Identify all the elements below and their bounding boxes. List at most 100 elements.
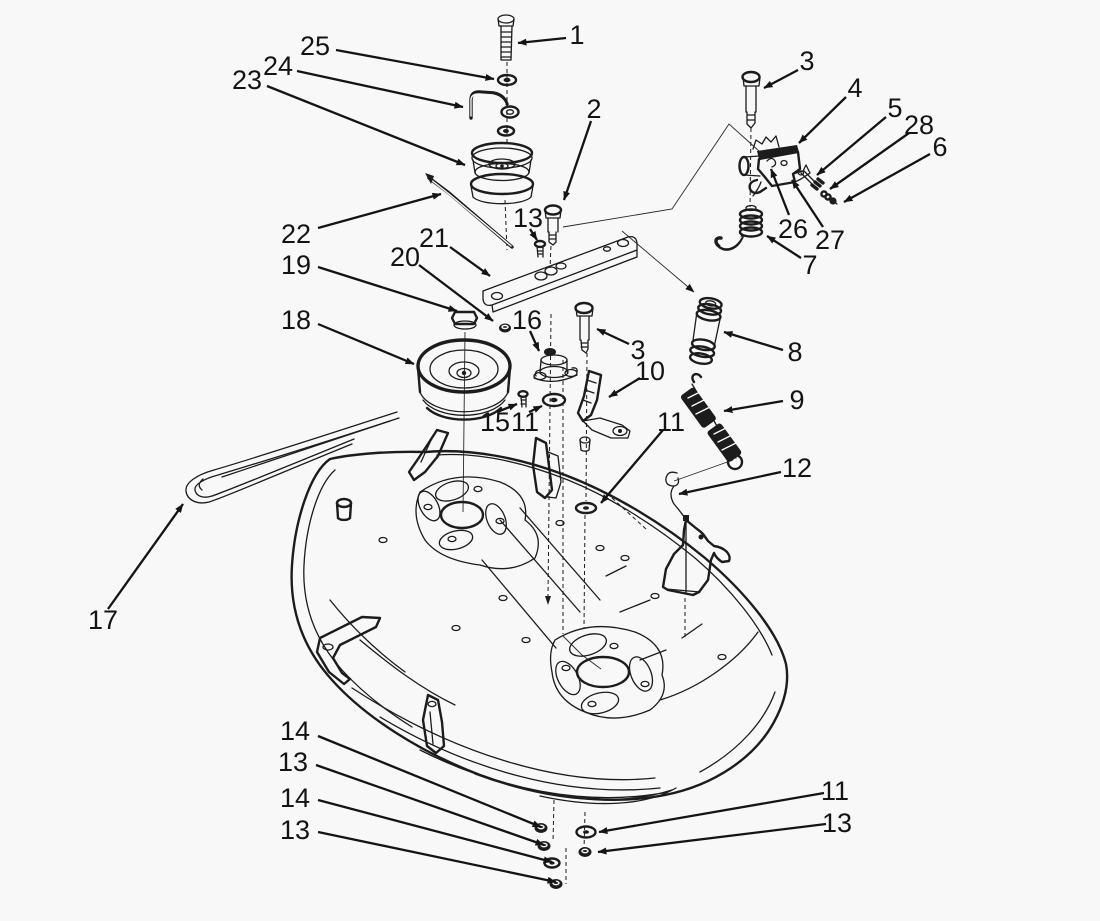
callout-number-set-screw: 15 <box>480 407 510 437</box>
callout-number-flange-nut: 19 <box>281 250 311 280</box>
callout-number-nut-bottom-3: 13 <box>280 815 310 845</box>
callout-number-brake-arm: 10 <box>635 356 665 386</box>
callout-number-washer-lower: 11 <box>657 407 685 437</box>
spring-spacer <box>688 296 723 366</box>
callout-number-lock-nut-small: 20 <box>390 242 420 272</box>
set-screw <box>517 390 529 408</box>
callout-number-bracket-hook: 26 <box>778 214 808 244</box>
callout-number-bracket-pin: 27 <box>815 225 845 255</box>
leader-line-nut-bottom-3 <box>317 830 557 884</box>
leader-line-bracket-hook <box>769 168 791 216</box>
leader-line-washer-bottom-right <box>598 791 825 834</box>
cotter-ball <box>828 197 838 205</box>
reference-lines <box>562 123 760 482</box>
callout-number-tension-spring-link: 7 <box>802 250 817 280</box>
callout-number-hex-bolt-center: 3 <box>630 335 645 365</box>
callout-number-washer-bottom: 14 <box>280 783 310 813</box>
flange-nut <box>450 310 479 330</box>
deck-baffle-fins <box>315 428 562 755</box>
right-spindle-star <box>555 633 654 715</box>
leader-line-hex-bolt-right <box>763 68 799 90</box>
clevis-pin <box>800 170 825 191</box>
deck-shell <box>290 449 789 805</box>
idler-rod <box>425 173 514 249</box>
leader-line-set-screw <box>496 402 518 414</box>
leader-line-flange-washer-top <box>335 48 495 81</box>
callout-number-spring-spacer: 8 <box>787 337 802 367</box>
leader-line-upper-pulley <box>266 84 466 167</box>
leader-line-brake-arm <box>608 377 641 398</box>
leader-line-spindle-housing <box>528 330 541 352</box>
callout-number-flange-washer-top: 25 <box>300 31 330 61</box>
leader-line-washer-bottom <box>317 798 553 864</box>
leader-line-tension-bracket <box>798 96 847 144</box>
callout-number-drive-pulley: 18 <box>281 305 311 335</box>
leader-line-small-bolt-bar <box>529 228 538 241</box>
v-belt <box>185 411 400 504</box>
callout-number-nut-bottom-2: 13 <box>278 747 308 777</box>
leader-line-anchor-bracket <box>678 470 782 496</box>
leader-line-hex-bolt-center <box>596 327 630 346</box>
callout-number-anchor-bracket: 12 <box>782 453 812 483</box>
callout-number-hex-bolt-right: 3 <box>799 46 814 76</box>
hex-bolt-center <box>574 301 594 354</box>
leader-line-washer-mid <box>528 404 543 414</box>
leader-line-extension-spring <box>723 399 784 414</box>
top-bolt <box>497 14 515 61</box>
callout-number-spacer-washer: 28 <box>904 110 934 140</box>
callout-number-j-hook-rod: 24 <box>263 51 293 81</box>
leader-line-spacer-washer <box>829 132 910 190</box>
hex-bolt-right <box>741 70 761 129</box>
washer-lower <box>574 501 598 515</box>
leader-line-nut-bottom-2 <box>315 763 545 847</box>
callout-number-tension-bracket: 4 <box>847 73 862 103</box>
callout-number-idler-arm-bar: 21 <box>419 223 449 253</box>
leader-line-cotter-ball <box>843 152 931 204</box>
drive-pulley <box>416 338 512 421</box>
mid-washer <box>496 125 516 137</box>
leader-line-v-belt <box>107 503 184 610</box>
leader-line-clevis-pin <box>816 116 887 176</box>
leader-line-tension-spring-link <box>766 235 802 259</box>
anchor-bracket <box>661 471 731 597</box>
callout-number-idler-rod: 22 <box>281 219 311 249</box>
idler-arm-bar <box>482 235 638 313</box>
top-washer <box>496 73 518 87</box>
callout-number-upper-pulley: 23 <box>232 65 262 95</box>
callout-number-extension-spring: 9 <box>789 385 804 415</box>
callout-number-washer-bottom-right: 11 <box>821 776 849 806</box>
callout-number-nut-bottom-1: 14 <box>280 716 310 746</box>
leader-line-j-hook-rod <box>296 69 464 109</box>
deck-rim-bushing <box>335 497 353 522</box>
shoulder-bolt <box>543 204 563 246</box>
small-bolt-bar <box>533 239 547 258</box>
callout-number-clevis-pin: 5 <box>887 93 902 123</box>
leader-line-nut-bottom-right <box>597 822 827 855</box>
callout-number-cotter-ball: 6 <box>932 132 947 162</box>
leader-line-engine-pulley-bolt <box>517 36 567 46</box>
spacer-washer <box>820 190 832 201</box>
spindle-housing <box>533 348 578 382</box>
leader-line-idler-rod <box>317 192 442 230</box>
washer-mid <box>541 392 567 408</box>
upper-pulley <box>469 141 535 205</box>
j-hook-rod <box>469 90 520 120</box>
left-spindle-star <box>417 480 507 551</box>
leader-line-nut-bottom-1 <box>317 734 542 829</box>
leader-line-shoulder-bolt <box>562 120 593 201</box>
lock-nut-small <box>499 323 511 333</box>
extension-spring <box>680 372 744 471</box>
deck-mount-holes <box>378 519 727 661</box>
callout-number-shoulder-bolt: 2 <box>586 94 601 124</box>
leader-line-washer-lower <box>600 429 664 504</box>
callout-number-washer-mid: 11 <box>511 407 539 437</box>
leader-line-bracket-pin <box>791 179 824 228</box>
leader-line-drive-pulley <box>317 322 415 366</box>
leader-line-spring-spacer <box>723 330 784 352</box>
callout-number-engine-pulley-bolt: 1 <box>569 20 584 50</box>
brake-arm <box>576 369 631 452</box>
leader-line-lock-nut-small <box>418 264 494 322</box>
